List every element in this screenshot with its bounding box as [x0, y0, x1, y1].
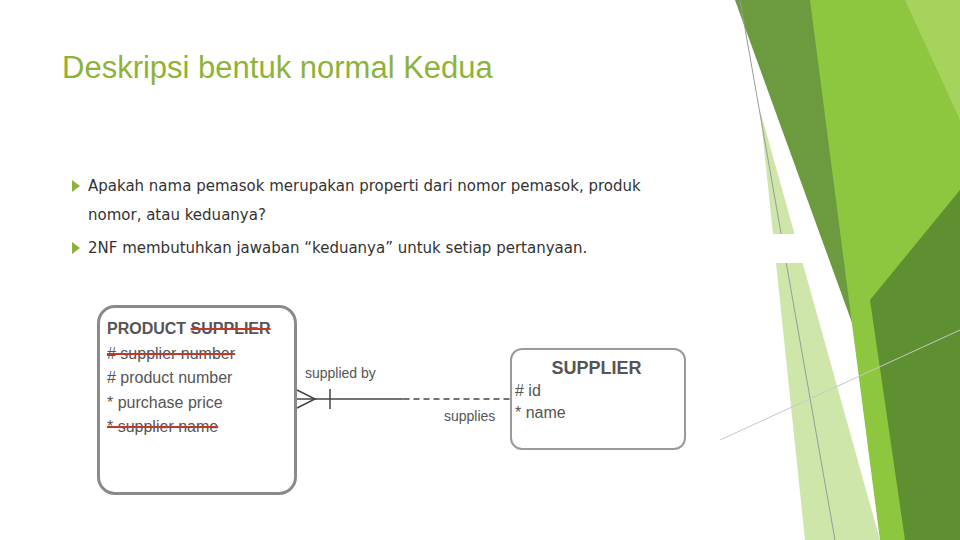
bullet-arrow	[72, 242, 80, 254]
entity-box: SUPPLIER# id* name	[510, 348, 686, 450]
attribute: * purchase price	[107, 391, 286, 416]
attribute: # supplier number	[107, 342, 286, 367]
entity-box: PRODUCT SUPPLIER# supplier number# produ…	[97, 305, 297, 495]
slide-title: Deskripsi bentuk normal Kedua	[62, 50, 493, 86]
attribute: # id	[515, 380, 678, 402]
entity-name: SUPPLIER	[515, 356, 678, 380]
mandatory-bar	[329, 389, 331, 409]
bullet-text: Apakah nama pemasok merupakan properti d…	[88, 172, 688, 230]
relation-label: supplies	[444, 407, 495, 425]
thin-line	[740, 0, 835, 540]
bullet-arrow	[72, 180, 80, 192]
green-band	[760, 110, 880, 540]
thin-line	[720, 330, 960, 440]
attribute: * supplier name	[107, 415, 286, 440]
attribute: # product number	[107, 366, 286, 391]
attribute: * name	[515, 402, 678, 424]
entity-name: PRODUCT SUPPLIER	[107, 317, 286, 342]
green-band	[905, 0, 960, 120]
crows-foot	[297, 390, 315, 408]
bullet-text: 2NF membutuhkan jawaban “keduanya” untuk…	[88, 234, 808, 263]
relation-label: supplied by	[305, 364, 376, 382]
relationship-line	[297, 389, 510, 409]
line-dashed	[404, 398, 511, 400]
